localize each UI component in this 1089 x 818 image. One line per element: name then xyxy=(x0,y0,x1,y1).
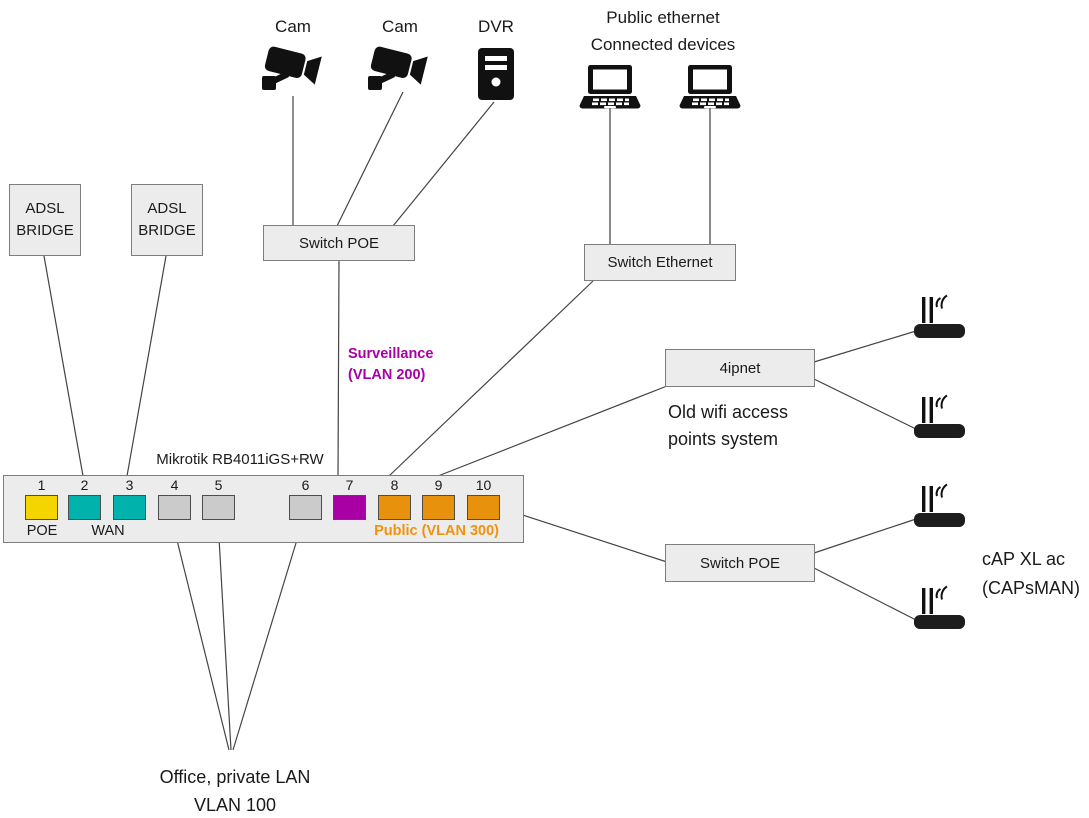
router-port-square xyxy=(378,495,411,520)
access-point-icon-3 xyxy=(913,483,966,528)
router-port-number: 8 xyxy=(390,477,399,493)
router-port-3: 3 xyxy=(113,477,146,520)
router-port-number: 5 xyxy=(214,477,223,493)
router-port-number: 9 xyxy=(434,477,443,493)
router-port-square xyxy=(422,495,455,520)
adsl-bridge-1-box: ADSL BRIDGE xyxy=(9,184,81,256)
router-port-square xyxy=(25,495,58,520)
poe-port-label: POE xyxy=(26,523,58,539)
router-port-square xyxy=(202,495,235,520)
old-wifi-note-line1: Old wifi access xyxy=(668,402,789,422)
cap-xl-note-line1: cAP XL ac xyxy=(982,549,1066,569)
router-port-square xyxy=(158,495,191,520)
access-point-icon-4 xyxy=(913,585,966,630)
wire-switchpoe2-ap3 xyxy=(813,518,917,554)
wire-port5-office xyxy=(217,519,232,751)
router-port-square xyxy=(113,495,146,520)
router-port-7: 7 xyxy=(333,477,366,520)
access-point-icon-1 xyxy=(913,294,966,339)
switch-poe-bottom-box: Switch POE xyxy=(665,544,815,582)
laptop-icon-2 xyxy=(679,65,741,109)
router-port-9: 9 xyxy=(422,477,455,520)
adsl-bridge-1-line2: BRIDGE xyxy=(16,222,74,239)
router-port-number: 10 xyxy=(475,477,492,493)
public-vlan-label: Public (VLAN 300) xyxy=(374,523,499,539)
adsl-bridge-2-box: ADSL BRIDGE xyxy=(131,184,203,256)
router-port-number: 3 xyxy=(125,477,134,493)
adsl-bridge-1-line1: ADSL xyxy=(25,200,65,217)
camera-icon-1 xyxy=(262,43,322,90)
old-wifi-note: Old wifi access points system xyxy=(668,399,788,453)
access-point-icon-2 xyxy=(913,394,966,439)
router-port-number: 1 xyxy=(37,477,46,493)
surveillance-vlan-line1: Surveillance xyxy=(348,346,434,362)
wire-switchpoe2-ap4 xyxy=(813,567,917,621)
cap-xl-note-line2: (CAPsMAN) xyxy=(982,578,1080,598)
router-port-square xyxy=(467,495,500,520)
switch-ethernet-box: Switch Ethernet xyxy=(584,244,736,281)
switch-poe-top-box: Switch POE xyxy=(263,225,415,261)
wire-adsl1-port2 xyxy=(43,255,84,477)
public-ethernet-label: Public ethernet Connected devices xyxy=(548,4,778,58)
router-port-2: 2 xyxy=(68,477,101,520)
wire-adsl2-port3 xyxy=(126,255,167,477)
surveillance-vlan-line2: (VLAN 200) xyxy=(348,367,426,383)
wire-port4-office xyxy=(171,519,230,751)
router-port-square xyxy=(333,495,366,520)
router-box: 1 2 3 4 5 6 7 8 9 10 POE WAN Public (VLAN 300) xyxy=(3,475,524,543)
router-port-4: 4 xyxy=(158,477,191,520)
router-port-number: 7 xyxy=(345,477,354,493)
laptop-icon-1 xyxy=(579,65,641,109)
router-port-square xyxy=(68,495,101,520)
router-port-number: 2 xyxy=(80,477,89,493)
dvr-icon xyxy=(478,48,514,100)
office-lan-line1: Office, private LAN xyxy=(159,767,311,787)
router-title: Mikrotik RB4011iGS+RW xyxy=(156,451,324,468)
wire-switchpoe-port7 xyxy=(337,259,340,477)
old-wifi-note-line2: points system xyxy=(668,429,779,449)
cap-xl-note: cAP XL ac (CAPsMAN) xyxy=(982,545,1080,603)
camera-icon-2 xyxy=(368,43,428,90)
router-port-5: 5 xyxy=(202,477,235,520)
wire-4ipnet-ap1 xyxy=(813,330,917,363)
office-lan-line2: VLAN 100 xyxy=(193,795,277,815)
router-port-6: 6 xyxy=(289,477,322,520)
router-port-number: 6 xyxy=(301,477,310,493)
wire-cam2-switchpoe xyxy=(336,91,404,227)
cam-1-label: Cam xyxy=(275,17,311,36)
router-port-number: 4 xyxy=(170,477,179,493)
public-ethernet-line2: Connected devices xyxy=(590,35,736,54)
router-port-10: 10 xyxy=(467,477,500,520)
dvr-label: DVR xyxy=(478,17,514,36)
cam-2-label: Cam xyxy=(382,17,418,36)
surveillance-vlan-note: Surveillance (VLAN 200) xyxy=(348,344,433,386)
wire-switcheth-port8 xyxy=(388,280,594,477)
public-ethernet-line1: Public ethernet xyxy=(606,8,720,27)
fouripnet-box: 4ipnet xyxy=(665,349,815,387)
adsl-bridge-2-line2: BRIDGE xyxy=(138,222,196,239)
wire-port6-office xyxy=(232,519,304,751)
wire-dvr-switchpoe xyxy=(392,101,495,227)
router-port-1: 1 xyxy=(25,477,58,520)
wire-4ipnet-ap2 xyxy=(813,378,917,430)
adsl-bridge-2-line1: ADSL xyxy=(147,200,187,217)
wire-port10-switchpoe2 xyxy=(497,506,668,563)
wire-4ipnet-port9 xyxy=(437,385,668,477)
router-port-square xyxy=(289,495,322,520)
router-port-8: 8 xyxy=(378,477,411,520)
office-lan-note: Office, private LAN VLAN 100 xyxy=(125,763,345,818)
wan-port-label: WAN xyxy=(91,523,125,539)
